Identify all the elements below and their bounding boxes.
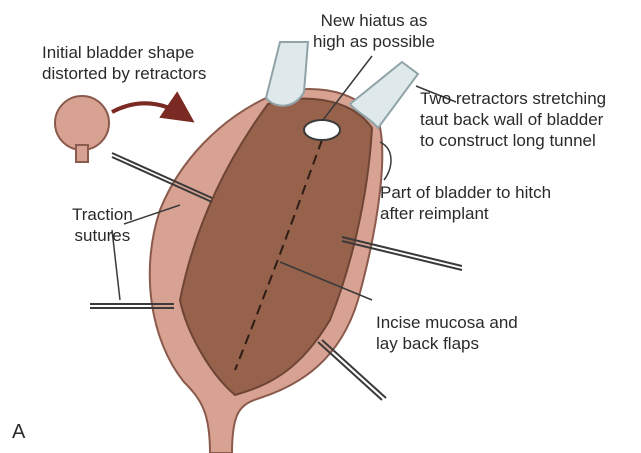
bladder-mucosa: [178, 97, 374, 397]
label-new-hiatus: New hiatus as high as possible: [313, 11, 435, 51]
incision-line: [234, 139, 323, 371]
label-hitch: Part of bladder to hitch after reimplant: [380, 183, 552, 223]
initial-bladder-shape: [54, 95, 110, 163]
transform-arrow: [111, 91, 195, 123]
new-hiatus: [303, 119, 341, 141]
panel-letter: A: [12, 421, 26, 443]
retractor-right: [348, 60, 420, 130]
label-initial-shape: Initial bladder shape distorted by retra…: [42, 43, 207, 83]
retractor-left: [264, 41, 310, 107]
label-traction-sutures: Traction sutures: [72, 205, 133, 245]
label-incise: Incise mucosa and lay back flaps: [376, 313, 518, 353]
leader-lines: [111, 55, 457, 301]
traction-sutures: [90, 152, 463, 401]
label-two-retractors: Two retractors stretching taut back wall…: [420, 89, 607, 150]
